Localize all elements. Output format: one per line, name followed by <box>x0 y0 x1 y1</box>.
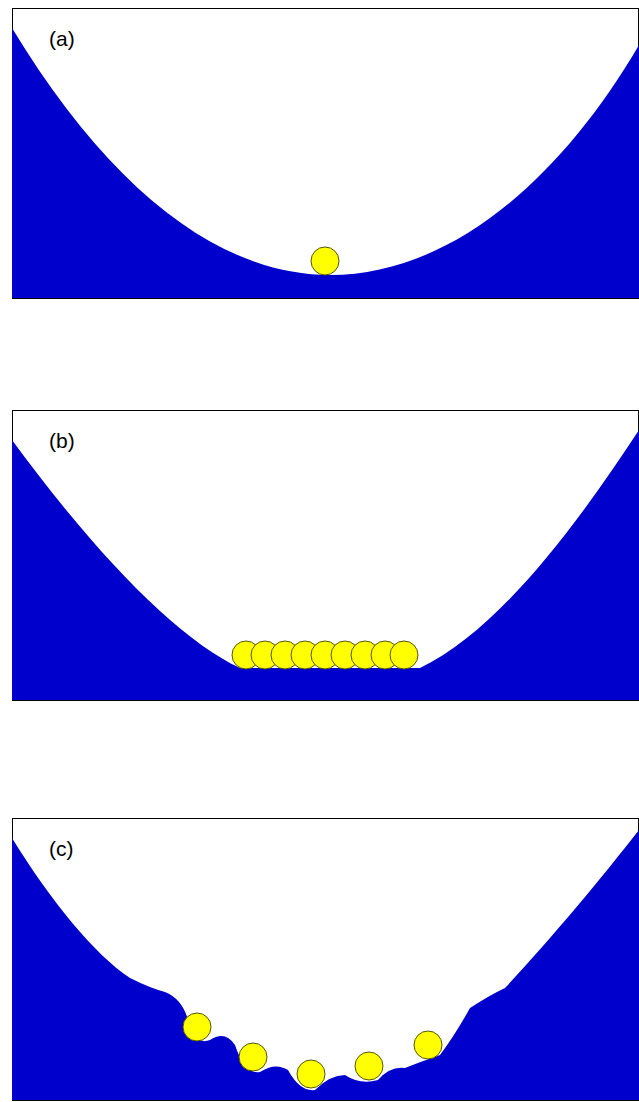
ball-set <box>183 1013 442 1088</box>
potential-well <box>12 28 639 298</box>
panel-label: (b) <box>49 430 75 451</box>
panel-label: (c) <box>49 838 74 859</box>
panel-frame <box>13 9 639 299</box>
potential-well <box>12 430 639 700</box>
panel-frame <box>13 819 639 1101</box>
panel-frame <box>13 411 639 701</box>
rugged-well <box>12 830 639 1100</box>
ball-row <box>232 641 418 669</box>
panel-label: (a) <box>49 28 75 49</box>
ball <box>311 247 339 275</box>
